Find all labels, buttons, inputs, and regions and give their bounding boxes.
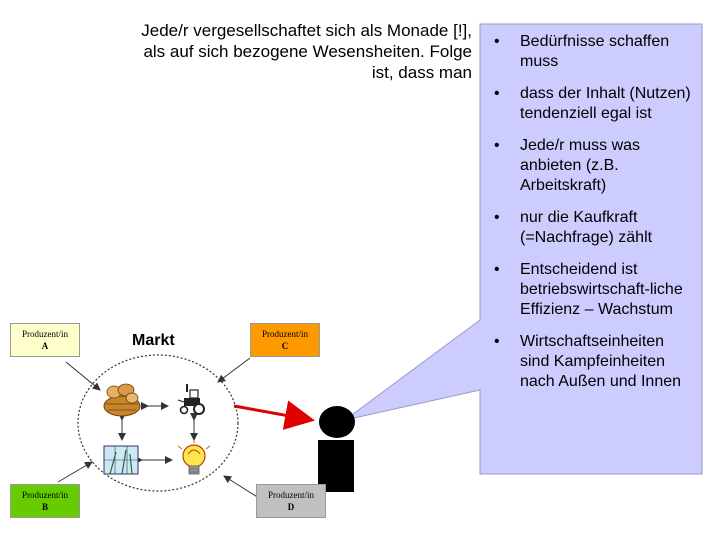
- speech-bubble: [344, 23, 703, 475]
- bullet-symbol: •: [494, 209, 500, 226]
- intro-line: als auf sich bezogene Wesensheiten. Folg…: [143, 42, 472, 61]
- bullet-callout: • Bedürfnisse schaffen muss • dass der Inh…: [480, 24, 702, 474]
- person-figure: [318, 406, 355, 492]
- bullet-symbol: •: [494, 261, 500, 278]
- intro-text: Jede/r vergesellschaftet sich als Monade…: [60, 20, 472, 83]
- bullet-list: • Bedürfnisse schaffen muss • dass der Inh…: [492, 32, 694, 392]
- producer-c-box: Produzent/in C: [250, 323, 320, 357]
- bullet-symbol: •: [494, 333, 500, 350]
- producer-letter: A: [41, 341, 49, 351]
- bullet-text: Bedürfnisse schaffen muss: [520, 33, 670, 70]
- bullet-text: Wirtschaftseinheiten sind Kampfeinheiten…: [520, 333, 682, 390]
- bullet-item: • Jede/r muss was anbieten (z.B. Arbeitsk…: [492, 136, 694, 196]
- producer-a-box: Produzent/in A: [10, 323, 80, 357]
- producer-letter: C: [281, 341, 289, 351]
- bullet-text: dass der Inhalt (Nutzen) tendenziell ega…: [520, 85, 691, 122]
- producer-label: Produzent/in: [22, 490, 68, 500]
- bullet-item: • Bedürfnisse schaffen muss: [492, 32, 694, 72]
- producer-d-arrow: [223, 475, 263, 501]
- market-to-person-arrow: [233, 400, 315, 430]
- producer-d-box: Produzent/in D: [256, 484, 326, 518]
- producer-b-box: Produzent/in B: [10, 484, 80, 518]
- bullet-symbol: •: [494, 85, 500, 102]
- market-ellipse: [77, 354, 239, 492]
- bullet-symbol: •: [494, 33, 500, 50]
- producer-a-arrow: [65, 361, 101, 391]
- tractor-icon: [177, 384, 205, 415]
- intro-line: ist, dass man: [371, 63, 472, 82]
- producer-c-arrow: [217, 357, 251, 383]
- intro-line: Jede/r vergesellschaftet sich als Monade…: [141, 21, 472, 40]
- producer-label: Produzent/in: [22, 329, 68, 339]
- bullet-item: • Wirtschaftseinheiten sind Kampfeinheite…: [492, 332, 694, 392]
- producer-b-arrow: [57, 461, 93, 483]
- bread-basket-icon: [103, 383, 141, 417]
- bullet-text: nur die Kaufkraft (=Nachfrage) zählt: [520, 209, 653, 246]
- producer-letter: D: [287, 502, 295, 512]
- producer-label: Produzent/in: [268, 490, 314, 500]
- producer-letter: B: [41, 502, 48, 512]
- bullet-symbol: •: [494, 137, 500, 154]
- bullet-item: • nur die Kaufkraft (=Nachfrage) zählt: [492, 208, 694, 248]
- producer-label: Produzent/in: [262, 329, 308, 339]
- solar-panel-icon: [103, 445, 139, 475]
- bullet-text: Jede/r muss was anbieten (z.B. Arbeitskr…: [520, 137, 641, 194]
- bullet-item: • Entscheidend ist betriebswirtschaft-lic…: [492, 260, 694, 320]
- light-bulb-icon: [177, 440, 211, 475]
- bullet-text: Entscheidend ist betriebswirtschaft-lich…: [520, 261, 683, 318]
- bullet-item: • dass der Inhalt (Nutzen) tendenziell eg…: [492, 84, 694, 124]
- market-label: Markt: [132, 332, 175, 349]
